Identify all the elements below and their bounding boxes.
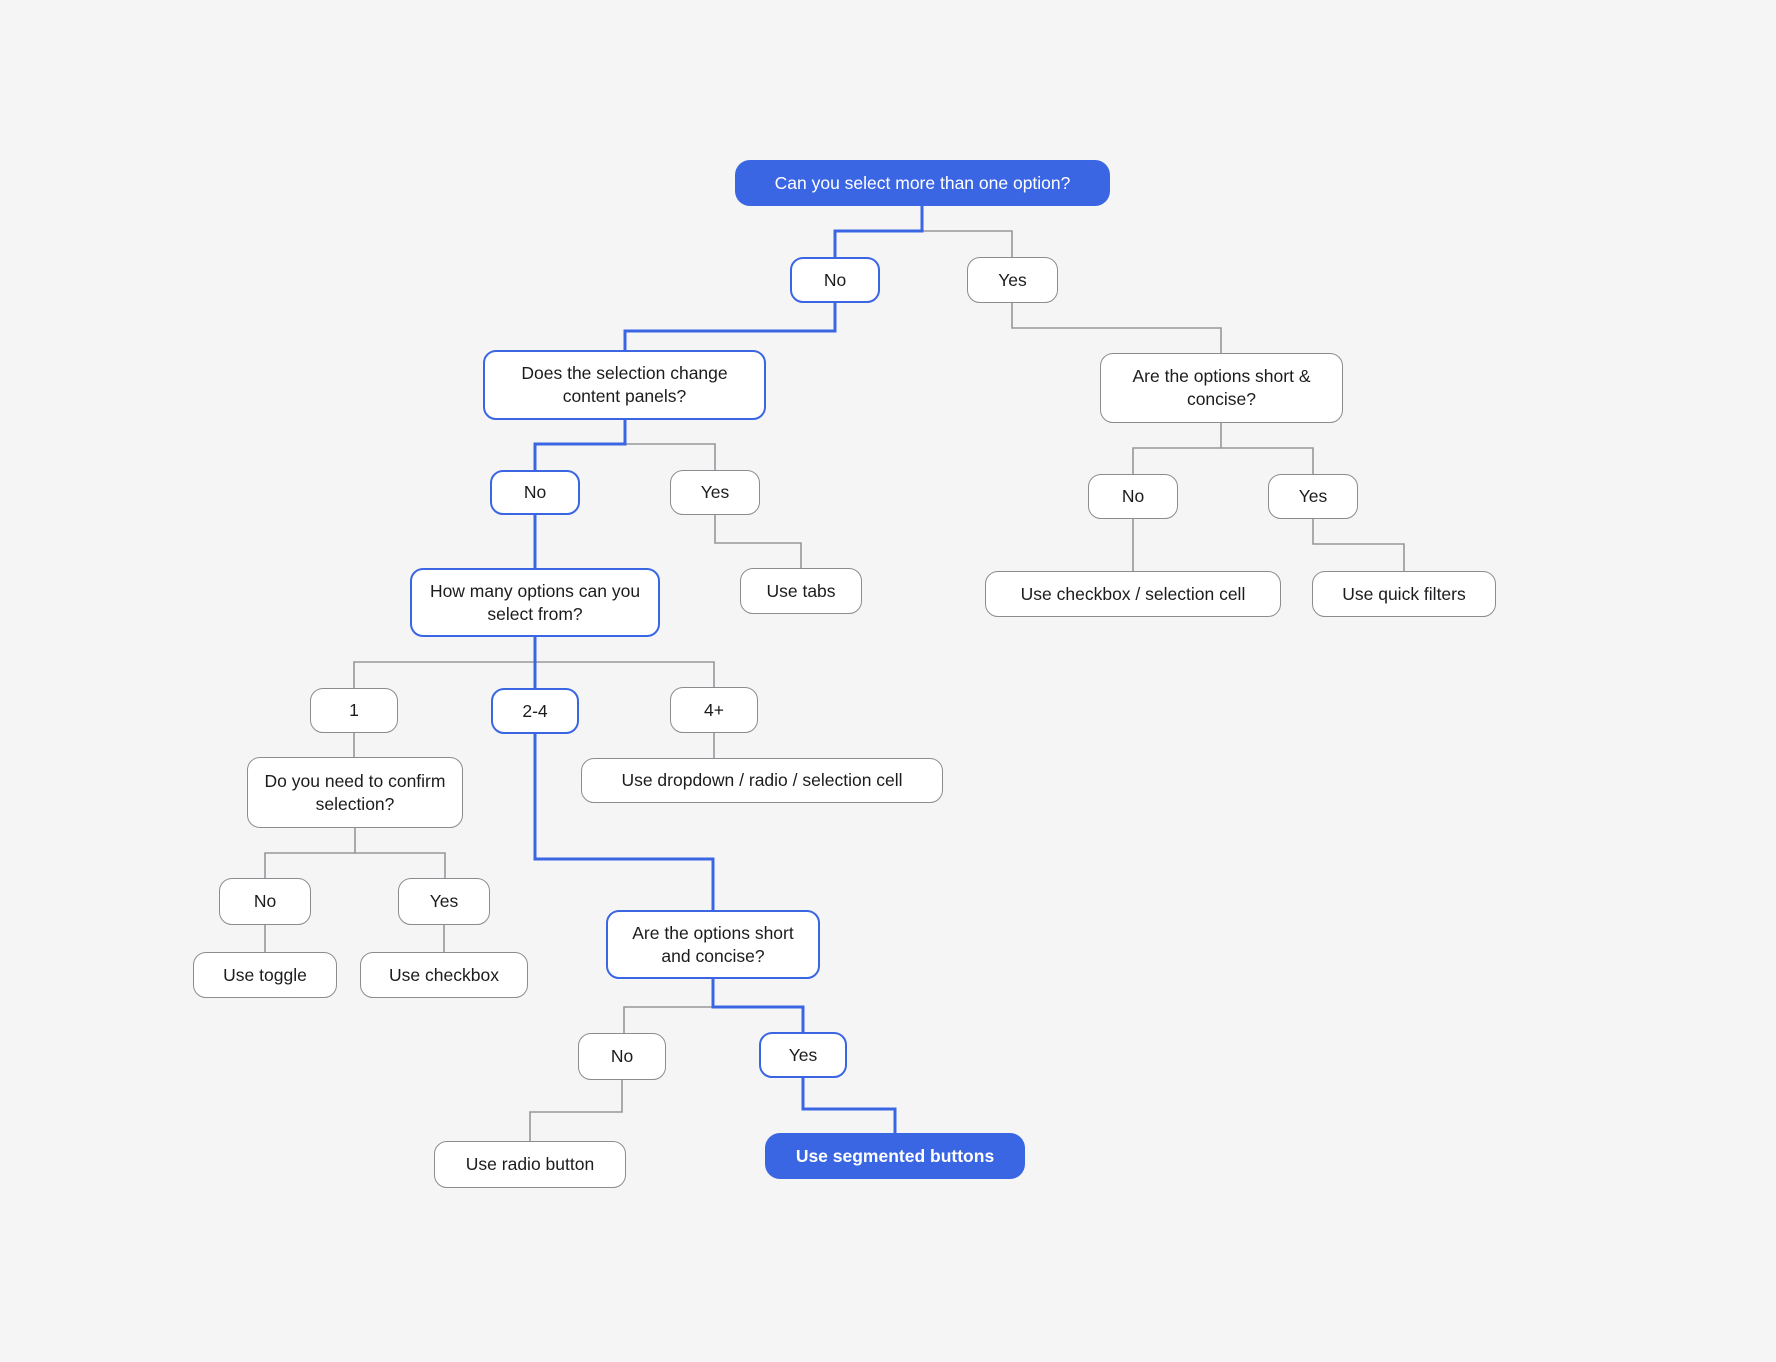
edge-root-no1: [833, 206, 924, 257]
edge-no1-qpanels: [623, 303, 837, 350]
edge-qshortbottom-yes4: [711, 979, 805, 1032]
edge-yes1-qshortright: [1011, 303, 1222, 353]
node-question-short-concise-right: Are the options short & concise?: [1100, 353, 1343, 423]
node-no-3: No: [219, 878, 311, 925]
node-use-tabs: Use tabs: [740, 568, 862, 614]
node-use-checkbox-selection-cell: Use checkbox / selection cell: [985, 571, 1281, 617]
node-count-1: 1: [310, 688, 398, 733]
node-use-dropdown-radio-selection-cell: Use dropdown / radio / selection cell: [581, 758, 943, 803]
node-count-4-plus: 4+: [670, 687, 758, 733]
node-yes-2: Yes: [670, 470, 760, 515]
node-no-2: No: [490, 470, 580, 515]
node-use-checkbox: Use checkbox: [360, 952, 528, 998]
edge-no4-useradio: [529, 1080, 623, 1141]
edge-qshortright-yesright: [1221, 447, 1314, 474]
node-question-confirm-selection: Do you need to confirm selection?: [247, 757, 463, 828]
edge-qpanels-no2: [533, 420, 627, 470]
node-count-2-4: 2-4: [491, 688, 579, 734]
node-question-short-concise-bottom: Are the options short and concise?: [606, 910, 820, 979]
node-question-content-panels: Does the selection change content panels…: [483, 350, 766, 420]
node-no-right: No: [1088, 474, 1178, 519]
edge-qhowmany-count1: [353, 661, 535, 688]
node-use-quick-filters: Use quick filters: [1312, 571, 1496, 617]
node-no-4: No: [578, 1033, 666, 1080]
edge-qconfirm-no3: [264, 828, 356, 878]
edge-root-yes1: [922, 230, 1013, 257]
node-use-radio-button: Use radio button: [434, 1141, 626, 1188]
node-yes-right: Yes: [1268, 474, 1358, 519]
node-use-toggle: Use toggle: [193, 952, 337, 998]
node-yes-1: Yes: [967, 257, 1058, 303]
edge-qconfirm-yes3: [355, 852, 446, 878]
edge-yes4-usesegmented: [801, 1078, 897, 1133]
node-root-question: Can you select more than one option?: [735, 160, 1110, 206]
edge-qshortright-noright: [1132, 423, 1222, 474]
node-question-how-many-options: How many options can you select from?: [410, 568, 660, 637]
edge-yesright-usequickfilters: [1312, 519, 1405, 571]
edge-qhowmany-count4plus: [535, 661, 715, 687]
node-no-1: No: [790, 257, 880, 303]
node-yes-4: Yes: [759, 1032, 847, 1078]
edge-qshortbottom-no4: [623, 1006, 713, 1033]
edge-qpanels-yes2: [625, 443, 716, 470]
node-yes-3: Yes: [398, 878, 490, 925]
edge-count24-qshortbottom: [533, 734, 715, 910]
edge-yes2-usetabs: [714, 515, 802, 568]
node-use-segmented-buttons: Use segmented buttons: [765, 1133, 1025, 1179]
